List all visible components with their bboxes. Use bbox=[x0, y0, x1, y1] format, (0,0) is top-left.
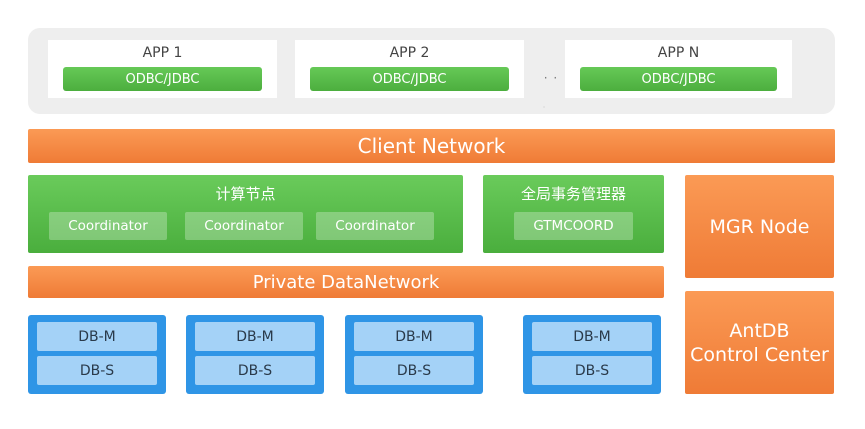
db-master: DB-M bbox=[354, 322, 474, 351]
coordinator-node-2: Coordinator bbox=[185, 212, 303, 240]
db-group-1: DB-M DB-S bbox=[28, 315, 166, 394]
client-network-bar: Client Network bbox=[28, 129, 835, 163]
db-slave: DB-S bbox=[532, 356, 652, 385]
app-ellipsis: · · bbox=[543, 71, 559, 85]
db-master: DB-M bbox=[532, 322, 652, 351]
db-group-2: DB-M DB-S bbox=[186, 315, 324, 394]
db-master: DB-M bbox=[37, 322, 157, 351]
private-datanetwork-bar: Private DataNetwork bbox=[28, 266, 664, 298]
app-name: APP N bbox=[657, 45, 700, 61]
db-slave: DB-S bbox=[37, 356, 157, 385]
app-name: APP 1 bbox=[142, 45, 183, 61]
gtm-panel-title: 全局事务管理器 bbox=[520, 184, 626, 203]
app-card-n: APP N ODBC/JDBC bbox=[565, 40, 792, 98]
gtmcoord-node: GTMCOORD bbox=[514, 212, 633, 240]
app-ellipsis-lower: · bbox=[542, 102, 546, 112]
app-connector: ODBC/JDBC bbox=[580, 67, 777, 91]
app-card-1: APP 1 ODBC/JDBC bbox=[48, 40, 277, 98]
app-connector: ODBC/JDBC bbox=[63, 67, 262, 91]
compute-node-panel: 计算节点 Coordinator Coordinator Coordinator bbox=[28, 175, 463, 253]
app-card-2: APP 2 ODBC/JDBC bbox=[295, 40, 524, 98]
mgr-node-box: MGR Node bbox=[685, 175, 834, 278]
gtm-panel: 全局事务管理器 GTMCOORD bbox=[483, 175, 664, 253]
control-center-line2: Control Center bbox=[690, 343, 829, 366]
db-master: DB-M bbox=[195, 322, 315, 351]
compute-panel-title: 计算节点 bbox=[215, 184, 276, 203]
db-group-4: DB-M DB-S bbox=[523, 315, 661, 394]
db-slave: DB-S bbox=[195, 356, 315, 385]
coordinator-node-3: Coordinator bbox=[316, 212, 434, 240]
db-group-3: DB-M DB-S bbox=[345, 315, 483, 394]
app-name: APP 2 bbox=[389, 45, 430, 61]
coordinator-node-1: Coordinator bbox=[49, 212, 167, 240]
control-center-line1: AntDB bbox=[729, 319, 790, 342]
db-slave: DB-S bbox=[354, 356, 474, 385]
app-connector: ODBC/JDBC bbox=[310, 67, 509, 91]
control-center-box: AntDB Control Center bbox=[685, 291, 834, 394]
